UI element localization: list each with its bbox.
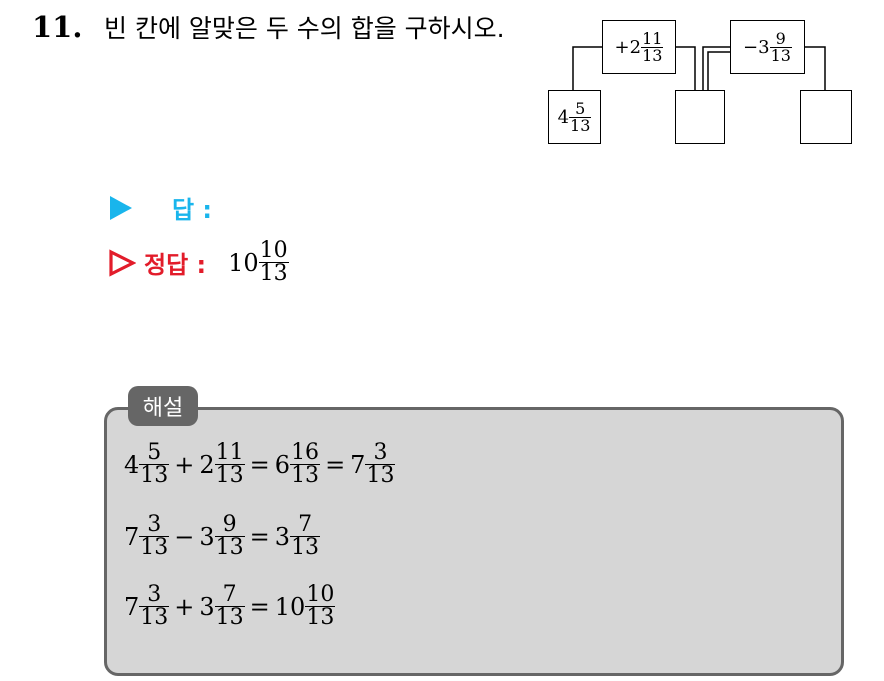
outline-triangle-icon <box>109 248 136 277</box>
line1-equals-1: = <box>249 450 270 479</box>
correct-answer-label: 정답 : <box>144 251 207 279</box>
line2-equals: = <box>249 522 270 551</box>
line2-b-num: 9 <box>222 512 237 537</box>
line2-r1-num: 7 <box>298 512 313 537</box>
line2-a-whole: 7 <box>124 522 140 551</box>
line1-operator: + <box>174 450 195 479</box>
op1-whole: 2 <box>629 36 642 58</box>
line3-r1-den: 13 <box>305 605 336 630</box>
line1-b-num: 11 <box>215 440 244 465</box>
line3-a-den: 13 <box>139 605 170 630</box>
line1-r2-whole: 7 <box>350 450 366 479</box>
line3-b-whole: 3 <box>199 592 215 621</box>
line1-equals-2: = <box>325 450 346 479</box>
start-whole: 4 <box>557 106 570 128</box>
blank-box-1[interactable] <box>675 90 725 144</box>
line3-a-whole: 7 <box>124 592 140 621</box>
line1-r1-num: 16 <box>291 440 320 465</box>
correct-denominator: 13 <box>258 261 289 286</box>
op2-denominator: 13 <box>769 45 792 65</box>
line3-b-den: 13 <box>214 605 245 630</box>
line1-r2-den: 13 <box>365 463 396 488</box>
line1-b-whole: 2 <box>199 450 215 479</box>
line2-a-num: 3 <box>147 512 162 537</box>
line2-b-den: 13 <box>214 535 245 560</box>
explanation-box <box>104 407 844 676</box>
line2-b-whole: 3 <box>199 522 215 551</box>
line1-r1-den: 13 <box>290 463 321 488</box>
correct-whole: 10 <box>228 248 259 277</box>
line3-r1-num: 10 <box>306 582 335 607</box>
explanation-tag: 해설 <box>128 386 198 426</box>
diagram-connector-lines <box>572 46 826 90</box>
question-text: 빈 칸에 알맞은 두 수의 합을 구하시오. <box>104 14 505 43</box>
op1-denominator: 13 <box>641 45 664 65</box>
answer-row: 답 : <box>110 190 212 225</box>
start-denominator: 13 <box>569 115 592 135</box>
line1-a-num: 5 <box>147 440 162 465</box>
line3-a-num: 3 <box>147 582 162 607</box>
blank-box-2[interactable] <box>800 90 852 144</box>
filled-triangle-icon <box>110 195 132 220</box>
answer-label: 답 : <box>172 196 213 224</box>
op2-whole: 3 <box>758 36 770 58</box>
start-numerator: 5 <box>575 98 586 118</box>
line3-r1-whole: 10 <box>274 592 306 621</box>
line2-a-den: 13 <box>139 535 170 560</box>
line1-r1-whole: 6 <box>274 450 291 479</box>
line3-equals: = <box>249 592 270 621</box>
question-number: 11. <box>32 10 83 44</box>
op2-numerator: 9 <box>775 28 786 48</box>
op2-sign: − <box>743 36 759 58</box>
line1-a-whole: 4 <box>124 450 140 479</box>
line1-a-den: 13 <box>139 463 170 488</box>
line1-b-den: 13 <box>214 463 245 488</box>
line3-operator: + <box>174 592 195 621</box>
correct-numerator: 10 <box>259 238 288 263</box>
line2-r1-whole: 3 <box>274 522 291 551</box>
line2-operator: − <box>174 522 195 551</box>
op1-sign: + <box>614 36 630 58</box>
line1-r2-num: 3 <box>373 440 388 465</box>
line2-r1-den: 13 <box>290 535 321 560</box>
line3-b-num: 7 <box>222 582 237 607</box>
op1-numerator: 11 <box>642 28 663 48</box>
